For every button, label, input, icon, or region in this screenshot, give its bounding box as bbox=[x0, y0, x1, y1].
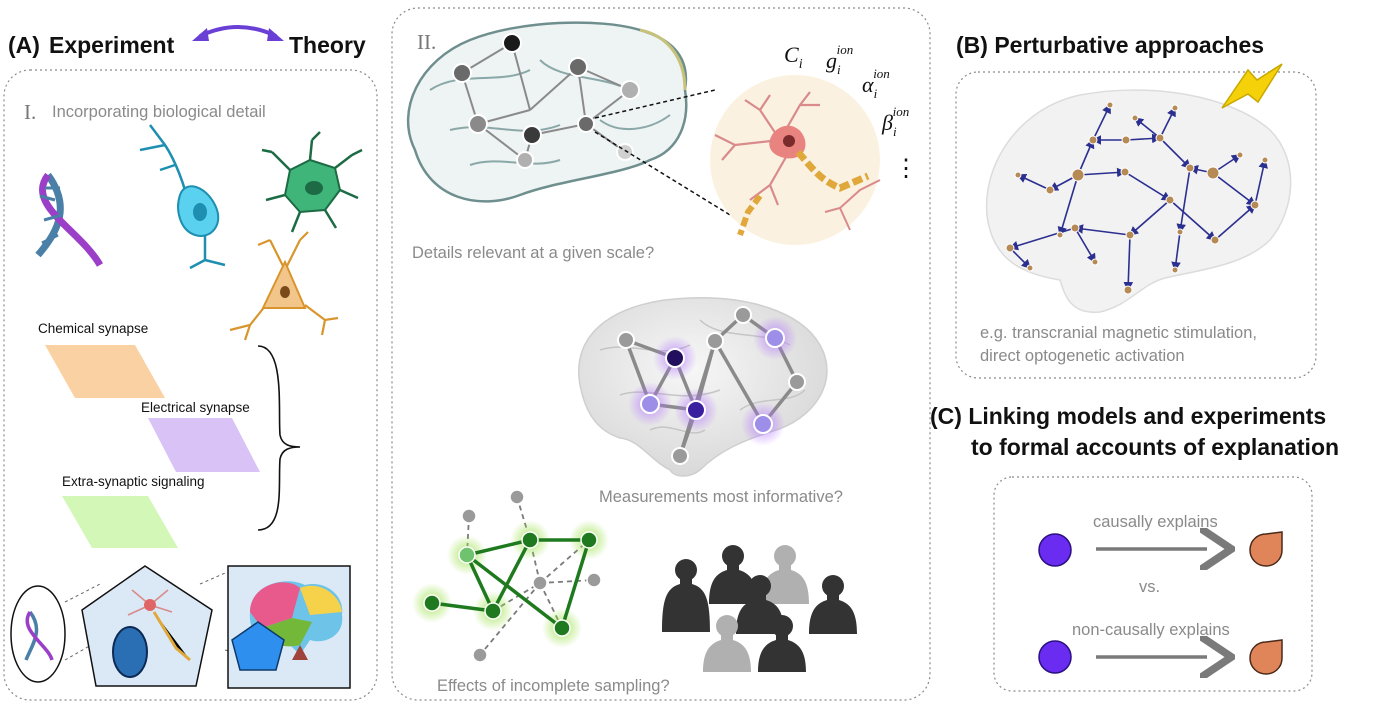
param-vdots: ⋮ bbox=[894, 156, 918, 182]
panel-b-caption-line1: e.g. transcranial magnetic stimulation, bbox=[980, 324, 1257, 342]
zoom-neuron-icon bbox=[714, 91, 881, 236]
section-ii-numeral: II. bbox=[417, 30, 437, 54]
cause-node-bottom bbox=[1038, 640, 1072, 674]
brace-icon bbox=[257, 345, 301, 531]
question-sampling: Effects of incomplete sampling? bbox=[437, 677, 670, 695]
panel-a-title-prefix: (A) bbox=[8, 32, 40, 58]
zoom-line-bottom bbox=[594, 131, 736, 219]
panel-c-title-line1: (C) Linking models and experiments bbox=[930, 403, 1327, 429]
panel-c-title-line2: to formal accounts of explanation bbox=[971, 434, 1340, 460]
effect-drop-top bbox=[1249, 531, 1283, 567]
experiment-theory-arrow bbox=[199, 25, 277, 38]
lightning-bolt-icon bbox=[1221, 63, 1283, 109]
person-icon bbox=[758, 615, 806, 672]
panel-b-caption-line2: direct optogenetic activation bbox=[980, 347, 1185, 365]
panel-b-box bbox=[955, 71, 1317, 379]
dna-icon bbox=[35, 172, 104, 267]
pyramidal-neuron-icon bbox=[229, 231, 339, 341]
glass-brain-icon bbox=[406, 21, 688, 203]
causal-label: causally explains bbox=[1093, 513, 1218, 531]
effective-connectivity-nodes bbox=[1005, 101, 1269, 295]
section-i-title: Incorporating biological detail bbox=[52, 103, 266, 121]
person-icon bbox=[809, 575, 857, 634]
chemical-synapse-shape bbox=[45, 345, 165, 398]
neuron-pentagon bbox=[81, 565, 213, 687]
effect-drop-bottom bbox=[1249, 639, 1283, 675]
section-i-numeral: I. bbox=[24, 100, 37, 124]
panel-a-box bbox=[3, 69, 378, 701]
zoom-circle bbox=[710, 75, 880, 245]
pentagon-icon bbox=[231, 621, 285, 671]
arrowhead-left-icon bbox=[192, 28, 209, 41]
arrowhead-right-icon bbox=[267, 28, 284, 41]
blue-ellipse bbox=[112, 626, 148, 678]
panel-a-title-theory: Theory bbox=[289, 32, 366, 58]
person-icon bbox=[761, 545, 809, 604]
measurement-brain-nodes bbox=[617, 306, 806, 465]
chemical-synapse-label: Chemical synapse bbox=[38, 321, 149, 336]
param-g: giion bbox=[826, 42, 853, 77]
neuron-small-icon bbox=[127, 589, 191, 662]
dna-small-icon bbox=[24, 610, 54, 661]
dna-oval bbox=[10, 585, 66, 683]
param-beta: βiion bbox=[881, 104, 909, 139]
glass-brain-nodes bbox=[452, 33, 640, 169]
vs-label: vs. bbox=[1139, 578, 1161, 596]
transparent-brain-icon bbox=[985, 89, 1292, 313]
param-alpha: αiion bbox=[862, 66, 890, 101]
noncausal-label: non-causally explains bbox=[1072, 621, 1230, 639]
question-measurements: Measurements most informative? bbox=[599, 488, 843, 506]
param-c: Ci bbox=[784, 42, 803, 72]
panel-c-box bbox=[993, 476, 1313, 692]
neuron-icon bbox=[139, 124, 226, 270]
color-brain-icon bbox=[249, 581, 343, 660]
sampling-network-edges bbox=[431, 538, 591, 630]
panel-b-title: (B) Perturbative approaches bbox=[956, 32, 1265, 58]
cause-node-top bbox=[1038, 533, 1072, 567]
scale-series bbox=[10, 565, 351, 689]
extra-synaptic-shape bbox=[62, 496, 178, 548]
extra-synaptic-label: Extra-synaptic signaling bbox=[62, 474, 205, 489]
person-icon bbox=[703, 615, 751, 672]
electrical-synapse-shape bbox=[148, 418, 260, 472]
question-scale: Details relevant at a given scale? bbox=[412, 244, 655, 262]
people-group bbox=[662, 545, 857, 672]
panel-a-title-experiment: Experiment bbox=[49, 32, 175, 58]
sampling-network-nodes bbox=[423, 489, 602, 663]
person-icon bbox=[662, 559, 710, 632]
panel-mid-box bbox=[391, 7, 931, 701]
electrical-synapse-label: Electrical synapse bbox=[141, 400, 250, 415]
person-icon bbox=[709, 545, 757, 604]
astrocyte-icon bbox=[261, 131, 363, 233]
